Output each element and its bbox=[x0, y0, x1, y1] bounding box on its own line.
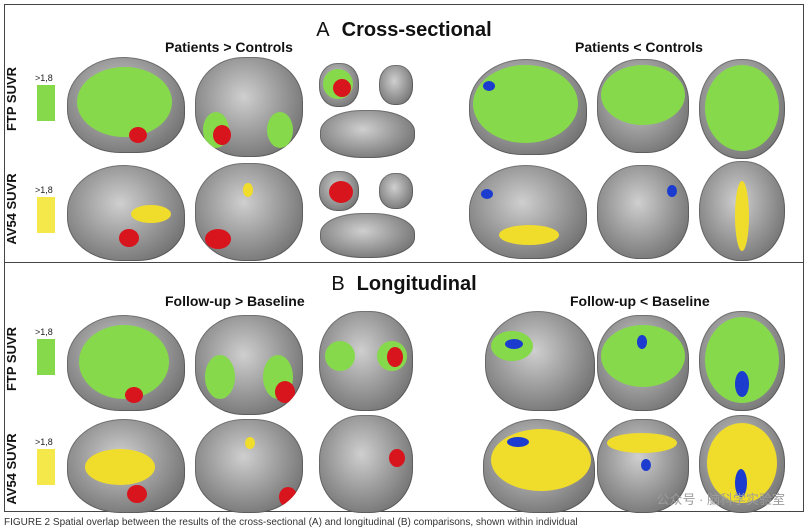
brain-a-r2-axial-right bbox=[379, 173, 413, 209]
panel-b-group-left-title: Follow-up > Baseline bbox=[165, 293, 305, 309]
brain-b-r2-axial bbox=[319, 415, 413, 513]
panel-a-row1-legend-label: >1,8 bbox=[35, 73, 53, 83]
panel-b-row1-legend-swatch bbox=[37, 339, 55, 375]
panel-a-row1-legend-swatch bbox=[37, 85, 55, 121]
panel-b-title: B Longitudinal bbox=[5, 273, 803, 296]
brain-b-r1-coronal bbox=[195, 315, 303, 415]
brain-a-r2-axial-left bbox=[319, 171, 359, 211]
brain-b-r1-right-sagittal bbox=[485, 311, 595, 411]
brain-b-r2-right-axial bbox=[699, 415, 785, 513]
brain-a-r2-coronal bbox=[195, 163, 303, 261]
brain-b-r2-right-coronal bbox=[597, 419, 689, 513]
panel-a-title: A Cross-sectional bbox=[5, 19, 803, 42]
brain-a-r1-axial-right bbox=[379, 65, 413, 105]
panel-a-row2-label: AV54 SUVR bbox=[4, 173, 19, 245]
panel-b-row1-legend-label: >1,8 bbox=[35, 327, 53, 337]
panel-a-row2-legend-label: >1,8 bbox=[35, 185, 53, 195]
brain-a-r2-cerebellum bbox=[320, 213, 415, 258]
panel-divider bbox=[5, 262, 803, 263]
brain-b-r2-coronal bbox=[195, 419, 303, 513]
brain-b-r1-right-axial bbox=[699, 311, 785, 411]
brain-a-r2-right-sagittal bbox=[469, 165, 587, 259]
panel-b-row2-label: AV54 SUVR bbox=[4, 433, 19, 505]
brain-a-r1-axial-left bbox=[319, 63, 359, 107]
panel-b-name: Longitudinal bbox=[356, 273, 477, 295]
brain-b-r2-sagittal bbox=[67, 419, 185, 513]
panel-a-group-left-title: Patients > Controls bbox=[165, 39, 293, 55]
panel-b-row2-legend-swatch bbox=[37, 449, 55, 485]
brain-a-r1-coronal bbox=[195, 57, 303, 157]
panel-a-row2-legend-swatch bbox=[37, 197, 55, 233]
brain-a-r2-sagittal bbox=[67, 165, 185, 261]
brain-b-r1-axial bbox=[319, 311, 413, 411]
panel-b-row2-legend-label: >1,8 bbox=[35, 437, 53, 447]
brain-a-r2-right-coronal bbox=[597, 165, 689, 259]
panel-b-letter: B bbox=[331, 273, 345, 295]
brain-a-r2-right-axial bbox=[699, 161, 785, 261]
brain-b-r1-right-coronal bbox=[597, 315, 689, 411]
brain-b-r2-right-sagittal bbox=[483, 419, 595, 513]
panel-a-group-right-title: Patients < Controls bbox=[575, 39, 703, 55]
brain-a-r1-right-coronal bbox=[597, 59, 689, 153]
brain-a-r1-right-sagittal bbox=[469, 59, 587, 155]
panel-b-row1-label: FTP SUVR bbox=[4, 326, 19, 392]
panel-b-group-right-title: Follow-up < Baseline bbox=[570, 293, 710, 309]
panel-a-row1-label: FTP SUVR bbox=[4, 66, 19, 132]
brain-a-r1-cerebellum bbox=[320, 110, 415, 158]
panel-a-name: Cross-sectional bbox=[341, 19, 492, 41]
brain-a-r1-right-axial bbox=[699, 59, 785, 159]
figure-frame: A Cross-sectional Patients > Controls Pat… bbox=[4, 4, 804, 513]
panel-a-letter: A bbox=[316, 19, 330, 41]
watermark-text: 公众号 · 脑科学实验室 bbox=[656, 492, 785, 507]
figure-caption-fragment: FIGURE 2 Spatial overlap between the res… bbox=[4, 517, 578, 528]
brain-b-r1-sagittal bbox=[67, 315, 185, 411]
brain-a-r1-sagittal bbox=[67, 57, 185, 153]
